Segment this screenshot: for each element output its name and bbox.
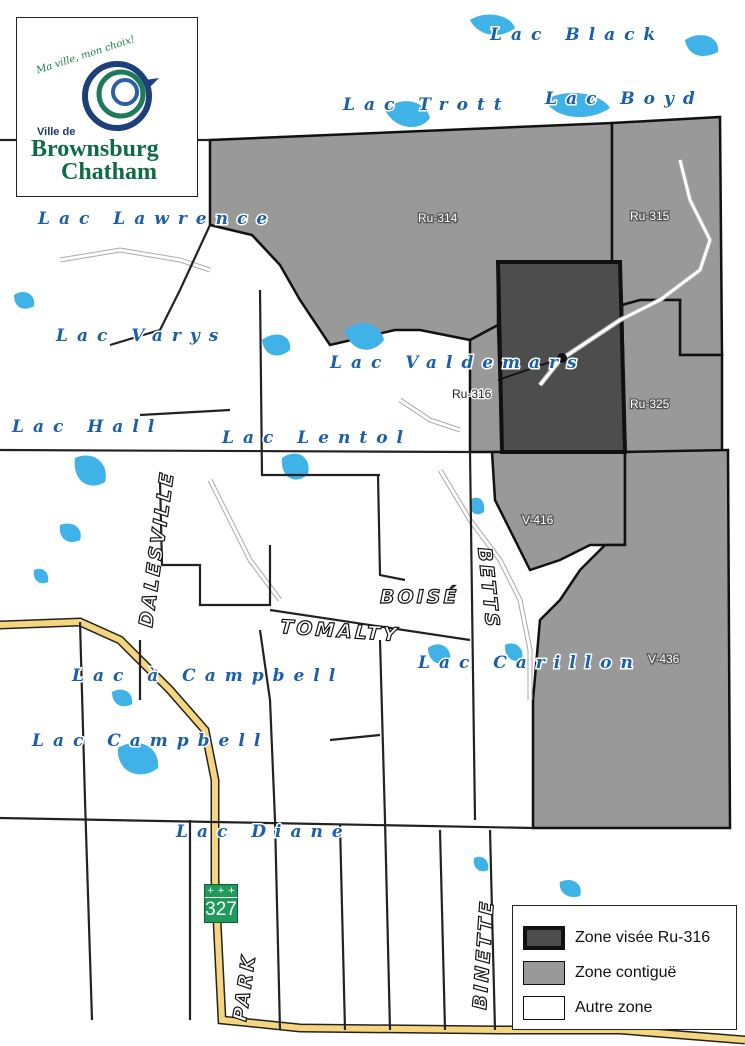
label-zone-ru-315: Ru-315 (630, 209, 670, 223)
label-lac-hall: Lac Hall (11, 417, 163, 437)
water-bodies (14, 14, 719, 898)
label-lac-diane: Lac Diane (175, 822, 352, 842)
logo-name-brownsburg: Brownsburg (31, 136, 159, 162)
route-327-shield: + + + 327 (204, 884, 238, 923)
legend-label-other: Autre zone (575, 999, 653, 1016)
ru-316-leader-line (497, 357, 563, 381)
legend-swatch-other (523, 996, 565, 1020)
label-lac-campbell: Lac Campbell (31, 731, 269, 751)
ru-316-leader-dot (557, 353, 567, 363)
label-zone-ru-314: Ru-314 (418, 211, 458, 225)
logo-ville-de: Ville de (37, 126, 76, 138)
zone-v-436 (531, 448, 732, 830)
label-zone-ru-325: Ru-325 (630, 397, 670, 411)
label-zone-ru-316: Ru-316 (452, 387, 492, 401)
legend-swatch-adjacent (523, 961, 565, 985)
label-lac-trott: Lac Trott (342, 95, 511, 115)
legend-item-target: Zone visée Ru-316 (523, 926, 710, 950)
label-zone-v-436: V-436 (648, 652, 680, 666)
label-street-boise: BOISÉ (380, 585, 459, 608)
legend-label-target: Zone visée Ru-316 (575, 929, 711, 946)
label-lac-varys: Lac Varys (55, 326, 227, 346)
label-lac-a-campbell: Lac à Campbell (71, 666, 344, 686)
label-zone-v-416: V-416 (522, 513, 554, 527)
logo-swirl-icon (82, 61, 159, 131)
label-lac-valdemars: Lac Valdemars (329, 353, 586, 373)
logo-name-chatham: Chatham (61, 159, 158, 185)
map-legend: Zone visée Ru-316 Zone contiguë Autre zo… (512, 905, 737, 1030)
label-lac-lawrence: Lac Lawrence (37, 209, 276, 229)
route-shield-crown: + + + (204, 884, 238, 897)
local-roads (59, 159, 712, 700)
label-lac-carillon: Lac Carillon (417, 653, 642, 673)
route-shield-number: 327 (204, 897, 238, 923)
highway-327 (0, 618, 745, 1043)
legend-item-other: Autre zone (523, 996, 652, 1020)
label-lac-boyd: Lac Boyd (544, 89, 704, 109)
label-lac-black: Lac Black (489, 25, 664, 45)
legend-swatch-target (523, 926, 565, 950)
label-lac-lentol: Lac Lentol (221, 428, 412, 448)
legend-item-adjacent: Zone contiguë (523, 961, 676, 985)
legend-label-adjacent: Zone contiguë (575, 964, 677, 981)
city-logo: Ma ville, mon choix! Ville de Brownsburg… (16, 17, 198, 197)
